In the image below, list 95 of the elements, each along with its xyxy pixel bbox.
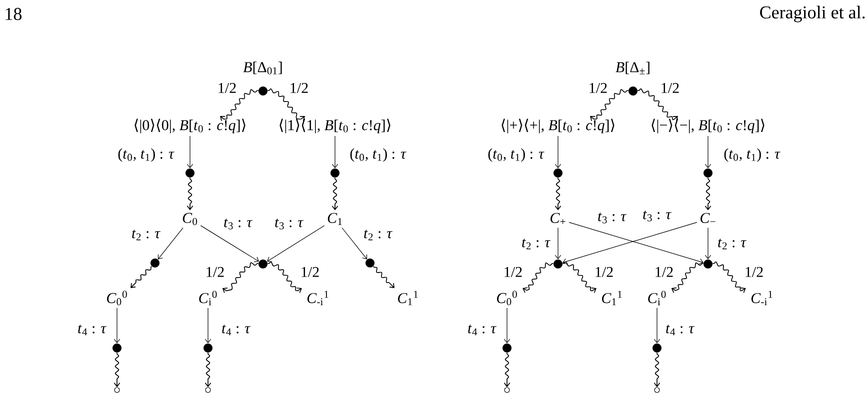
wavy-arrow — [522, 262, 554, 293]
distribution-label: B[Δ$_{±}$] — [616, 62, 650, 74]
dot — [704, 260, 712, 268]
wavy-arrow — [712, 261, 746, 294]
wavy-arrow — [204, 352, 212, 388]
wavy-arrow — [554, 177, 562, 210]
edge-label: 1/2 — [288, 82, 310, 94]
arrow — [332, 136, 338, 168]
dot — [150, 258, 160, 268]
state-label: ⟨|+⟩⟨+|, B[t$_{0}$ : c!q]⟩ — [502, 118, 614, 134]
state-label: C$_{1}$1 — [602, 290, 622, 306]
dot — [204, 344, 212, 352]
edge-label: t$_{2}$ : τ — [716, 238, 748, 250]
state-label: C$_{-i}$1 — [307, 290, 328, 306]
dot — [628, 86, 638, 96]
dot — [554, 168, 562, 178]
wavy-arrow — [130, 266, 152, 288]
dot — [704, 168, 712, 178]
edge-label: (t$_{0}$, t$_{1}$) : τ — [486, 147, 546, 163]
dot — [502, 344, 512, 352]
dot — [258, 86, 268, 96]
state-label: ⟨|−⟩⟨−|, B[t$_{0}$ : c!q]⟩ — [652, 118, 764, 134]
wavy-arrow — [562, 261, 596, 294]
arrow — [186, 136, 194, 168]
edge-label: t$_{3}$ : τ — [596, 212, 628, 224]
edge-label: t$_{4}$ : τ — [466, 324, 498, 336]
edge-label: 1/2 — [299, 266, 321, 278]
dot — [330, 168, 340, 178]
state-label: C$_{-i}$1 — [751, 290, 772, 306]
arrow — [554, 136, 562, 168]
edge-label: t$_{2}$ : τ — [130, 228, 162, 242]
wavy-arrow — [654, 352, 660, 388]
edge-label: t$_{2}$ : τ — [362, 228, 394, 242]
state-label: C$_{−}$ — [700, 212, 716, 224]
wavy-arrow — [372, 266, 394, 288]
wavy-arrow — [186, 177, 194, 210]
edge-label: t$_{3}$ : τ — [222, 218, 254, 230]
edge-label: 1/2 — [502, 266, 524, 278]
edge-label: t$_{4}$ : τ — [220, 324, 252, 336]
wavy-arrow — [222, 262, 259, 294]
state-label: ⟨|0⟩⟨0|, B[t$_{0}$ : c!q]⟩ — [134, 118, 246, 134]
wavy-arrow — [267, 88, 305, 122]
state-label: C$_{0}$ — [182, 212, 198, 226]
arrow — [266, 225, 325, 262]
edge-label: t$_{3}$ : τ — [642, 210, 672, 222]
dot — [112, 344, 122, 352]
wavy-arrow — [220, 89, 259, 122]
wavy-arrow — [704, 177, 712, 210]
dot — [366, 258, 374, 268]
wavy-arrow — [267, 261, 302, 294]
state-label: C$_{0}$0 — [107, 290, 127, 306]
edge-label: 1/2 — [587, 82, 609, 94]
dot — [652, 344, 662, 352]
edge-label: 1/2 — [653, 266, 675, 278]
edge-label: (t$_{0}$, t$_{1}$) : τ — [722, 147, 782, 163]
distribution-label: B[Δ$_{01}$] — [243, 62, 282, 74]
arrow — [504, 308, 510, 344]
wavy-arrow — [590, 89, 629, 122]
arrow — [704, 227, 712, 260]
running-head: Ceragioli et al. — [760, 6, 865, 22]
wavy-arrow — [671, 262, 704, 294]
edge-label: t$_{4}$ : τ — [76, 324, 108, 336]
page-number: 18 — [6, 8, 22, 20]
edge-label: (t$_{0}$, t$_{1}$) : τ — [348, 147, 408, 163]
arrow — [204, 308, 212, 344]
wavy-arrow — [504, 352, 510, 388]
arrow — [342, 227, 368, 260]
edge-label: t$_{4}$ : τ — [664, 324, 696, 336]
state-label: C$_{i}$0 — [199, 290, 217, 306]
wavy-arrow — [332, 177, 338, 210]
arrow — [158, 228, 184, 260]
edge-label: 1/2 — [659, 82, 681, 94]
state-label: C$_{1}$1 — [398, 290, 418, 306]
dot — [554, 260, 562, 268]
dot — [258, 260, 268, 268]
wavy-arrow — [114, 352, 120, 388]
edge-label: 1/2 — [593, 266, 615, 278]
arrow — [704, 136, 712, 168]
arrow — [554, 227, 562, 260]
arrow — [200, 225, 259, 262]
state-label: ⟨|1⟩⟨1|, B[t$_{0}$ : c!q]⟩ — [280, 118, 390, 134]
state-label: C$_{1}$ — [328, 212, 342, 226]
edge-label: (t$_{0}$, t$_{1}$) : τ — [116, 147, 176, 163]
dot — [186, 168, 194, 178]
edge-label: 1/2 — [216, 82, 238, 94]
edge-label: t$_{2}$ : τ — [520, 238, 552, 250]
arrow — [654, 308, 660, 344]
edge-label: 1/2 — [743, 266, 765, 278]
state-label: C$_{+}$ — [550, 212, 566, 224]
arrow — [114, 308, 120, 344]
wavy-arrow — [637, 88, 678, 122]
state-label: C$_{i}$0 — [648, 290, 666, 306]
state-label: C$_{0}$0 — [497, 290, 517, 306]
edge-label: t$_{3}$ : τ — [274, 218, 304, 230]
edge-label: 1/2 — [204, 266, 226, 278]
